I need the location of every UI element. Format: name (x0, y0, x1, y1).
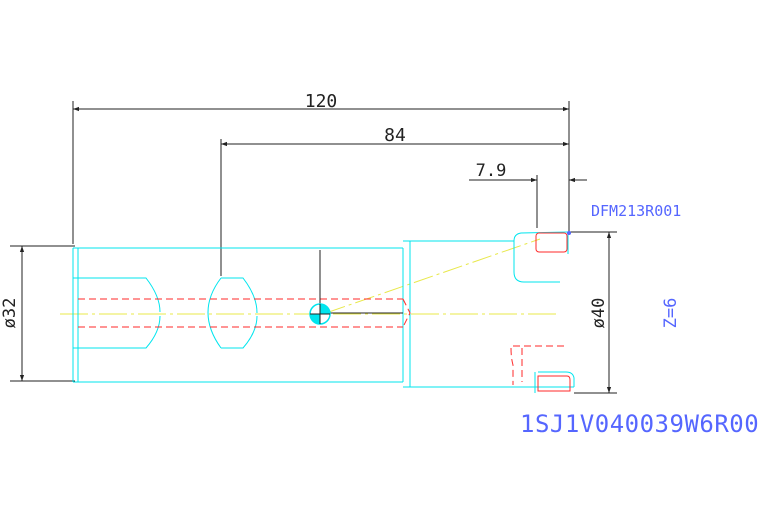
upper-insert (535, 232, 568, 253)
annotations: DFM213R001 Z=6 1SJ1V040039W6R00 (520, 202, 759, 438)
dimension-texts: 120 84 7.9 ø32 ø40 (0, 91, 609, 328)
angle-centerline (325, 238, 541, 314)
reference-mark (309, 250, 403, 325)
dim-head-diameter: ø40 (589, 298, 609, 329)
dim-edge-offset: 7.9 (476, 161, 507, 181)
part-number-label: 1SJ1V040039W6R00 (520, 410, 759, 438)
hidden-lines (78, 298, 568, 385)
insert-outlines (535, 232, 571, 392)
centerlines (60, 238, 560, 315)
dim-hole-length: 84 (384, 125, 406, 146)
dimension-lines (10, 101, 617, 394)
insert-code-label: DFM213R001 (591, 202, 681, 220)
teeth-count-label: Z=6 (661, 298, 681, 329)
dim-overall-length: 120 (305, 91, 338, 112)
dim-shank-diameter: ø32 (0, 298, 20, 329)
lower-insert (537, 375, 571, 392)
leader-dot-icon (567, 231, 571, 235)
